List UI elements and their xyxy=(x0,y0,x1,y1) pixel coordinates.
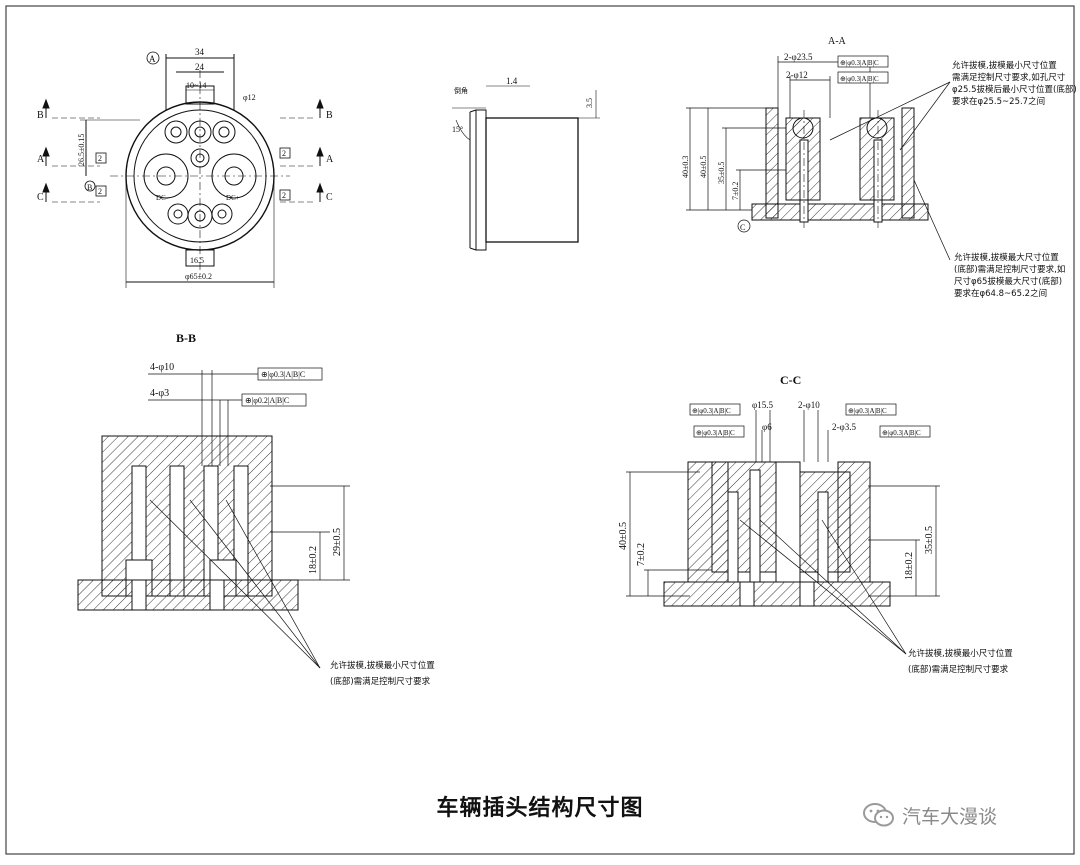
side-view xyxy=(452,85,600,251)
cc-h7: 7±0.2 xyxy=(636,543,647,566)
cc-tol-4: ⊕|φ0.3|A|B|C xyxy=(882,429,921,437)
aa-note-top-1: 允许拔模,拔模最小尺寸位置 xyxy=(952,60,1057,71)
front-section-a-left: A xyxy=(37,154,45,165)
front-section-a-right: A xyxy=(326,154,334,165)
aa-note-bottom-3: 尺寸φ65拔模最大尺寸(底部) xyxy=(954,276,1062,287)
bb-hole-small: 4-φ3 xyxy=(150,388,169,399)
side-dim-angle: 15° xyxy=(452,125,463,134)
cc-note-1: 允许拔模,拔模最小尺寸位置 xyxy=(908,648,1013,659)
front-view xyxy=(42,51,324,288)
aa-datum-c: C xyxy=(740,223,745,232)
aa-h401: 40±0.5 xyxy=(699,156,708,178)
front-dim-slot: 10~14 xyxy=(186,81,206,90)
front-box-2a: 2 xyxy=(98,154,102,163)
bb-title: B-B xyxy=(176,331,196,345)
cc-hole-3: 2-φ3.5 xyxy=(832,422,856,432)
aa-hole-top: 2-φ23.5 xyxy=(784,52,813,62)
section-aa xyxy=(686,55,951,261)
front-section-b-right: B xyxy=(326,110,333,121)
cc-note-2: (底部)需满足控制尺寸要求 xyxy=(908,664,1009,675)
front-datum-a: A xyxy=(149,54,156,64)
cc-h40: 40±0.5 xyxy=(618,522,629,550)
aa-note-top-2: 需满足控制尺寸要求,如孔尺寸 xyxy=(952,72,1066,83)
aa-title: A-A xyxy=(828,36,847,47)
front-dim-key-dia: φ12 xyxy=(243,93,256,102)
side-dim-thickness: 1.4 xyxy=(506,76,518,86)
aa-tol-top: ⊕|φ0.3|A|B|C xyxy=(840,59,879,67)
front-section-c-right: C xyxy=(326,192,333,203)
aa-note-top-3: φ25.5拔模后最小尺寸位置(底部) xyxy=(952,84,1077,95)
front-box-2c: 2 xyxy=(282,149,286,158)
front-datum-b: B xyxy=(87,183,92,192)
bb-tol-big: ⊕|φ0.3|A|B|C xyxy=(261,370,305,379)
section-bb xyxy=(77,367,350,669)
front-dim-bottom-slot: 16.5 xyxy=(190,256,204,265)
aa-tol-mid: ⊕|φ0.3|A|B|C xyxy=(840,75,879,83)
front-pin-dc-plus: DC+ xyxy=(226,194,240,202)
side-label-edge: 倒角 xyxy=(454,86,468,95)
cc-h18: 18±0.2 xyxy=(904,552,915,580)
aa-note-top-4: 要求在φ25.5~25.7之间 xyxy=(952,96,1045,107)
aa-note-bottom-1: 允许拔模,拔模最大尺寸位置 xyxy=(954,252,1059,263)
aa-note-bottom-2: (底部)需满足控制尺寸要求,如 xyxy=(954,264,1065,275)
aa-h35: 35±0.5 xyxy=(717,162,726,184)
cc-tol-2: ⊕|φ0.3|A|B|C xyxy=(696,429,735,437)
watermark: 汽车大漫谈 xyxy=(862,797,1062,833)
bb-note-2: (底部)需满足控制尺寸要求 xyxy=(330,676,431,687)
bb-h29: 29±0.5 xyxy=(332,528,343,556)
front-dim-height: 26.5±0.15 xyxy=(77,134,86,166)
figure-caption: 车辆插头结构尺寸图 xyxy=(436,796,644,821)
front-section-b-left: B xyxy=(37,110,44,121)
bb-hole-big: 4-φ10 xyxy=(150,362,174,373)
aa-hole-inner: 2-φ12 xyxy=(786,70,808,80)
front-pin-dc-minus: DC- xyxy=(156,194,169,202)
cc-tol-3: ⊕|φ0.3|A|B|C xyxy=(848,407,887,415)
front-box-2b: 2 xyxy=(98,187,102,196)
cc-h35: 35±0.5 xyxy=(924,526,935,554)
front-dim-top2: 24 xyxy=(195,62,205,72)
cc-tol-1: ⊕|φ0.3|A|B|C xyxy=(692,407,731,415)
front-box-2d: 2 xyxy=(282,191,286,200)
side-dim-flange: 3.5 xyxy=(585,98,594,108)
aa-h40: 40±0.3 xyxy=(681,156,690,178)
section-cc xyxy=(626,403,940,655)
cc-hole-6: φ6 xyxy=(762,422,772,432)
bb-note-1: 允许拔模,拔模最小尺寸位置 xyxy=(330,660,435,671)
cc-hole-10: 2-φ10 xyxy=(798,400,820,410)
aa-h7: 7±0.2 xyxy=(731,182,740,200)
front-dim-top1: 34 xyxy=(195,47,205,57)
front-section-c-left: C xyxy=(37,192,44,203)
bb-tol-small: ⊕|φ0.2|A|B|C xyxy=(245,396,289,405)
aa-note-bottom-4: 要求在φ64.8~65.2之间 xyxy=(954,288,1047,299)
watermark-text: 汽车大漫谈 xyxy=(902,805,998,828)
bb-h18: 18±0.2 xyxy=(308,546,319,574)
cc-title: C-C xyxy=(780,373,801,387)
front-dim-outer-dia: φ65±0.2 xyxy=(185,272,212,281)
cc-hole-15: φ15.5 xyxy=(752,400,773,410)
wechat-icon xyxy=(863,803,894,827)
